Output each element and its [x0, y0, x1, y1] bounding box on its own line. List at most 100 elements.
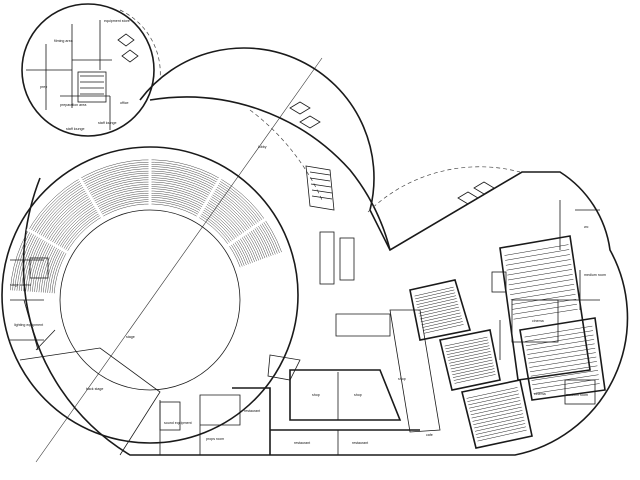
label-shop-3: shop: [398, 377, 406, 381]
cinema-seat-row: [420, 312, 461, 323]
label-cinema-1: cinema: [532, 319, 544, 323]
label-office: office: [120, 101, 129, 105]
label-wc: wc: [584, 225, 589, 229]
cinema-seat-row: [452, 365, 494, 376]
cinema-seat-row: [512, 298, 577, 310]
cinema-seat-row: [525, 330, 594, 342]
cinema-seat-row: [418, 304, 459, 314]
cinema-seat-row: [525, 334, 594, 347]
seating-aisle: [195, 176, 223, 220]
cinema-seat-row: [474, 420, 525, 432]
cinema-seat-row: [528, 352, 596, 364]
cinema-seat-row: [447, 348, 491, 358]
label-lighting-equipment: lighting equipment: [14, 323, 43, 327]
cinema-seat-row: [448, 351, 491, 361]
label-stage-control: stage control: [10, 283, 31, 287]
cinema-seat-row: [454, 374, 496, 384]
label-stage: stage: [126, 335, 135, 339]
cinema-seat-row: [468, 393, 519, 406]
auditorium: [1, 146, 299, 444]
label-lobby: lobby: [258, 145, 267, 149]
cinema-seat-row: [513, 308, 578, 320]
label-back-stage: back stage: [86, 387, 103, 391]
cinema-seat-row: [450, 359, 493, 370]
cinema-seat-row: [507, 264, 572, 276]
label-sound-equipment: sound equipment: [164, 421, 192, 425]
building-outline: [22, 47, 629, 456]
cinema-seat-row: [446, 345, 490, 355]
upper-wing: [21, 3, 161, 137]
room-labels: filming area equipment store prep prepar…: [10, 19, 606, 445]
cinema-seat-row: [452, 368, 495, 378]
label-shop-2: shop: [354, 393, 362, 397]
label-medium-room: medium room: [584, 273, 606, 277]
cinema-seat-row: [423, 324, 464, 334]
cinema-seat-row: [474, 416, 524, 429]
seating-aisle: [226, 217, 268, 248]
cinema-seat-row: [507, 269, 573, 281]
seating-row: [18, 168, 274, 291]
seating-row: [49, 199, 245, 294]
cinema-seat-row: [511, 294, 576, 305]
cinema-seat-row: [524, 325, 593, 338]
cinema-seat-row: [526, 339, 595, 351]
seating-row: [10, 159, 282, 291]
seating-aisle: [26, 227, 70, 255]
cinema-seat-row: [422, 318, 463, 328]
cinema-seat-row: [449, 356, 492, 367]
cinema-seat-row: [467, 390, 519, 402]
back-stage-area: [19, 347, 161, 456]
cinema-seat-row: [505, 254, 570, 266]
cinema-seat-row: [508, 274, 573, 286]
cinema-seat-row: [420, 309, 460, 320]
cinema-seat-row: [510, 284, 575, 295]
cinema-seat-row: [415, 289, 455, 300]
cinema-seat-row: [477, 429, 527, 442]
label-medium-room-2: medium room: [566, 393, 588, 397]
cinema-seating: [414, 244, 600, 442]
label-restaurant-3: restaurant: [352, 441, 368, 445]
label-prep: prep: [40, 85, 47, 89]
cinema-seat-row: [453, 371, 496, 381]
cinema-seat-row: [414, 286, 454, 297]
cinema-seat-row: [530, 361, 597, 373]
cinema-seat-row: [422, 321, 463, 331]
cinema-seat-row: [510, 289, 575, 300]
cinema-seat-row: [470, 403, 522, 416]
seating-row: [47, 197, 247, 293]
label-props-room: props room: [206, 437, 224, 441]
cinema-seat-row: [469, 396, 520, 409]
cinema-seat-row: [451, 362, 494, 373]
retail-block: [159, 309, 441, 455]
cinema-seat-row: [472, 410, 523, 422]
cinema-seat-row: [529, 356, 597, 368]
axis-line: [35, 57, 323, 463]
lobby-ramp: [289, 101, 495, 285]
cinema-wing: [409, 200, 606, 449]
cinema-seat-row: [473, 413, 524, 425]
seating-row: [53, 203, 241, 294]
cinema-seat-row: [505, 249, 570, 261]
label-restaurant-1: restaurant: [244, 409, 260, 413]
cinema-seat-row: [504, 244, 569, 256]
label-shop-1: shop: [312, 393, 320, 397]
label-filming-area: filming area: [54, 39, 73, 43]
seating-row: [45, 195, 249, 293]
cinema-seat-row: [417, 301, 458, 311]
cinema-seat-row: [527, 347, 596, 360]
cinema-seat-row: [416, 295, 456, 305]
cinema-seat-row: [471, 406, 522, 419]
cinema-seat-row: [512, 303, 577, 315]
label-cinema-2: cinema: [534, 392, 546, 396]
cinema-seat-row: [531, 370, 599, 381]
label-cafe: cafe: [426, 433, 433, 437]
cinema-seat-row: [419, 306, 459, 317]
cinema-seat-row: [417, 298, 457, 308]
cinema-seat-row: [530, 365, 598, 377]
cinema-seat-row: [509, 279, 574, 291]
label-equipment-store: equipment store: [104, 19, 130, 23]
cinema-seat-row: [527, 343, 595, 355]
seating-row: [40, 190, 253, 293]
cinema-seat-row: [466, 387, 518, 399]
